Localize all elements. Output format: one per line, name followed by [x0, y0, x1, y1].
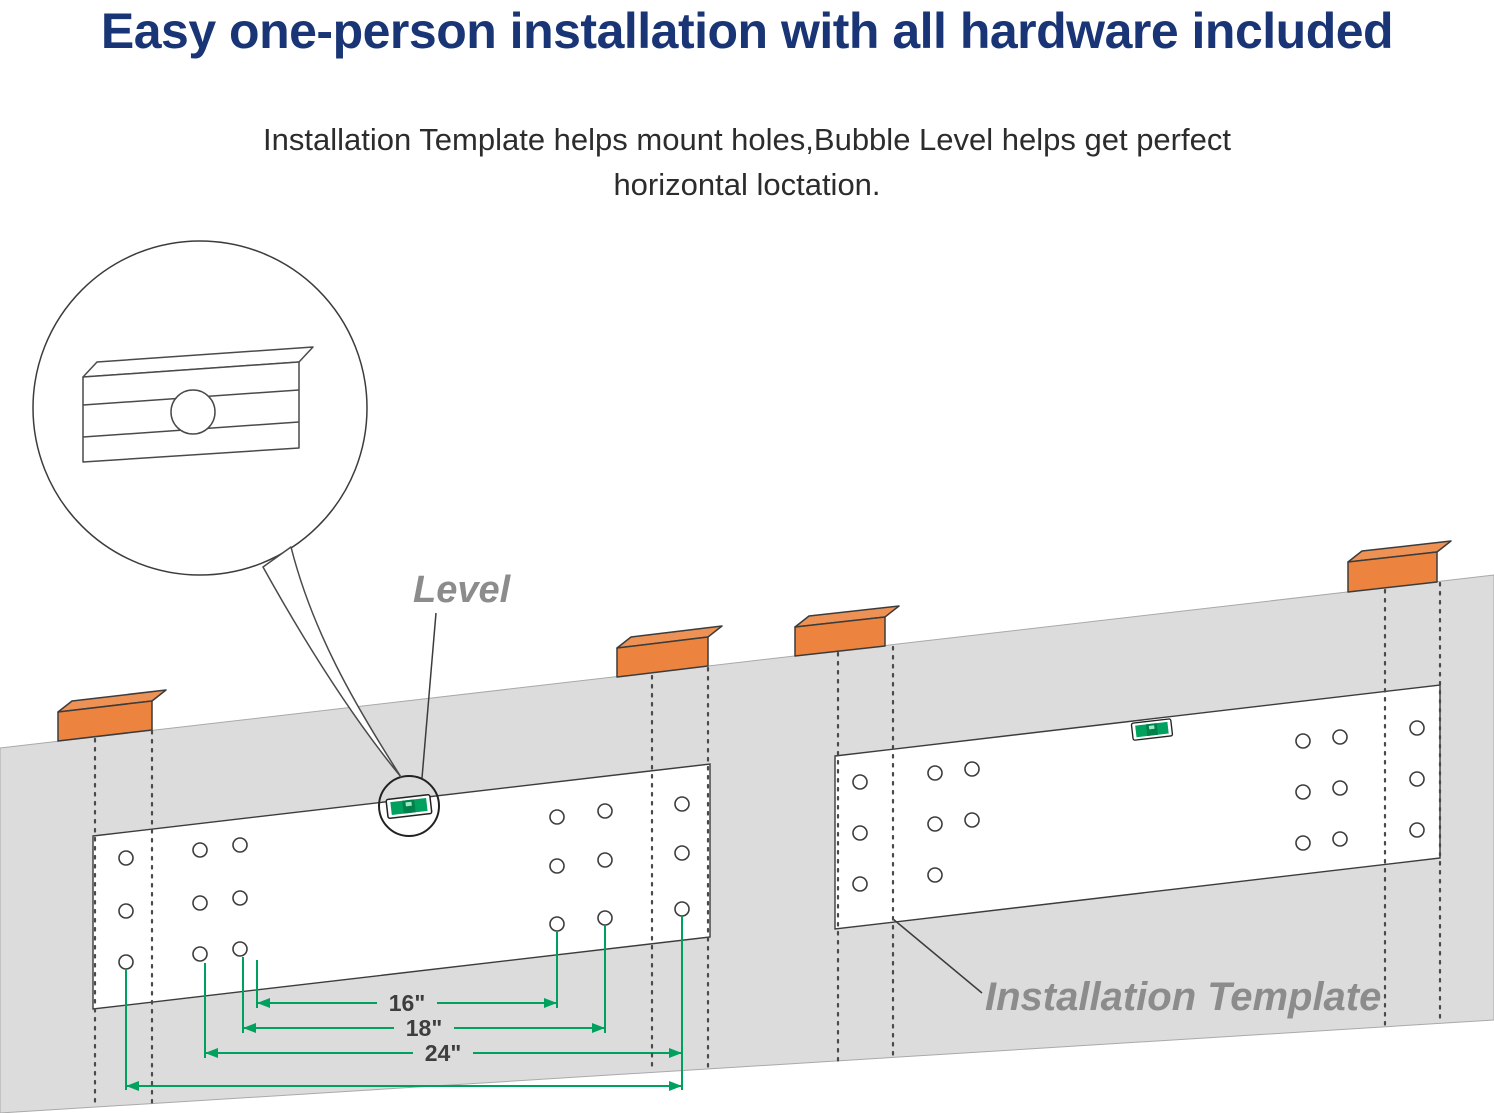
level-sketch: [82, 346, 314, 463]
dimension-label-18: 18": [406, 1015, 443, 1041]
installation-template-label: Installation Template: [985, 975, 1381, 1019]
dimension-label-16: 16": [389, 990, 426, 1016]
page-title: Easy one-person installation with all ha…: [100, 3, 1394, 59]
mounting-holes-left-template: [118, 796, 690, 970]
bubble-level-icon: [385, 794, 433, 820]
stud-block-4: [1347, 540, 1452, 593]
subtitle-line-1: Installation Template helps mount holes,…: [263, 122, 1231, 157]
stud-marking-dotted-lines: [93, 581, 1442, 1109]
stud-block-1: [57, 689, 167, 742]
mounting-holes-right-template: [852, 720, 1425, 892]
subtitle: Installation Template helps mount holes,…: [0, 118, 1494, 208]
template-leader-line: [892, 918, 983, 994]
level-callout: [32, 240, 402, 778]
dimension-label-24: 24": [425, 1040, 462, 1066]
dimension-extension-lines: [125, 916, 683, 1090]
subtitle-line-2: horizontal loctation.: [613, 166, 881, 202]
magnifier-circle-icon: [378, 775, 440, 837]
stud-block-2: [616, 625, 723, 678]
wall: [0, 574, 1494, 1113]
callout-pointer: [262, 546, 402, 778]
level-label: Level: [413, 569, 512, 611]
stud-block-3: [794, 605, 900, 657]
bubble-level-icon-right: [1130, 718, 1174, 741]
level-leader-line: [421, 612, 437, 779]
installation-template-right: [834, 684, 1441, 930]
dimension-arrows: 16" 18" 24": [126, 989, 682, 1091]
